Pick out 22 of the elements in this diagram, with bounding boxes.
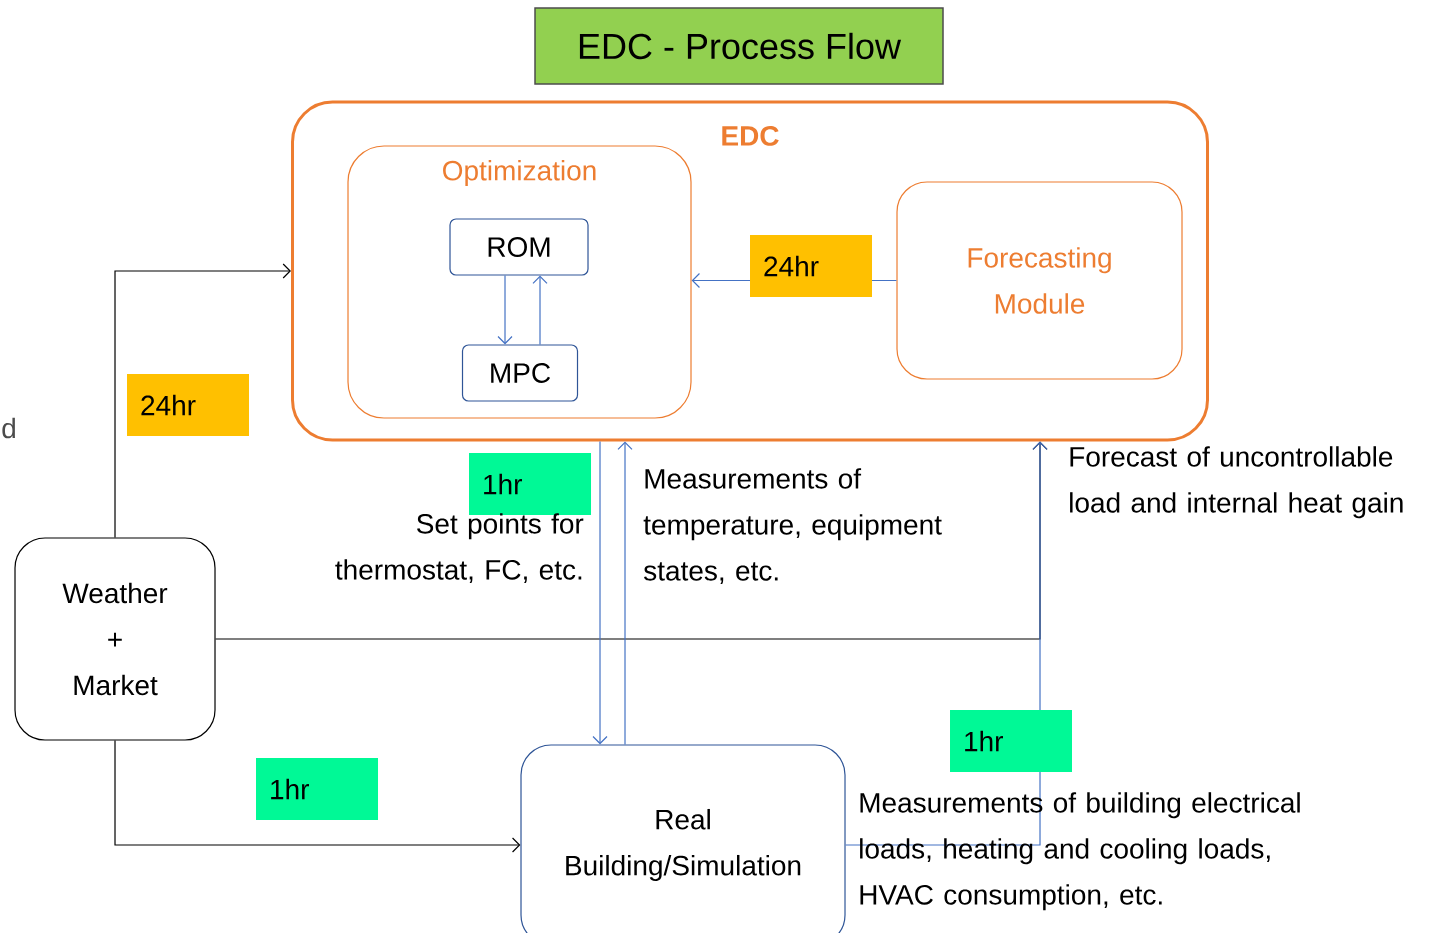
text-fragment: d bbox=[2, 417, 15, 439]
time-label: 24hr bbox=[750, 235, 872, 297]
annotation-text: Forecast of uncontrollable load and internal heat gain bbox=[1070, 446, 1403, 519]
annotation-text: Measurements of building electrical loads, heating and cooling loads, HVAC consumption, etc. bbox=[860, 792, 1300, 911]
process-box: ROM bbox=[449, 218, 589, 276]
input-box: Weather + Market bbox=[14, 537, 216, 741]
arrow bbox=[592, 440, 608, 745]
annotation-text: Set points for thermostat, FC, etc. bbox=[335, 513, 584, 584]
arrow bbox=[532, 275, 548, 345]
arrow bbox=[497, 275, 513, 345]
title-banner: EDC - Process Flow bbox=[534, 7, 944, 85]
process-box: MPC bbox=[461, 344, 579, 402]
arrow bbox=[114, 740, 521, 853]
time-label: 1hr bbox=[950, 710, 1072, 772]
simulation-box: Real Building/Simulation bbox=[520, 744, 846, 933]
arrow bbox=[845, 441, 1048, 846]
arrow bbox=[617, 441, 633, 745]
time-label: 1hr bbox=[256, 758, 378, 820]
annotation-text: Measurements of temperature, equipment states, etc. bbox=[643, 468, 942, 585]
time-label: 24hr bbox=[127, 374, 249, 436]
module-box: Forecasting Module bbox=[896, 181, 1183, 380]
arrow bbox=[114, 263, 291, 538]
